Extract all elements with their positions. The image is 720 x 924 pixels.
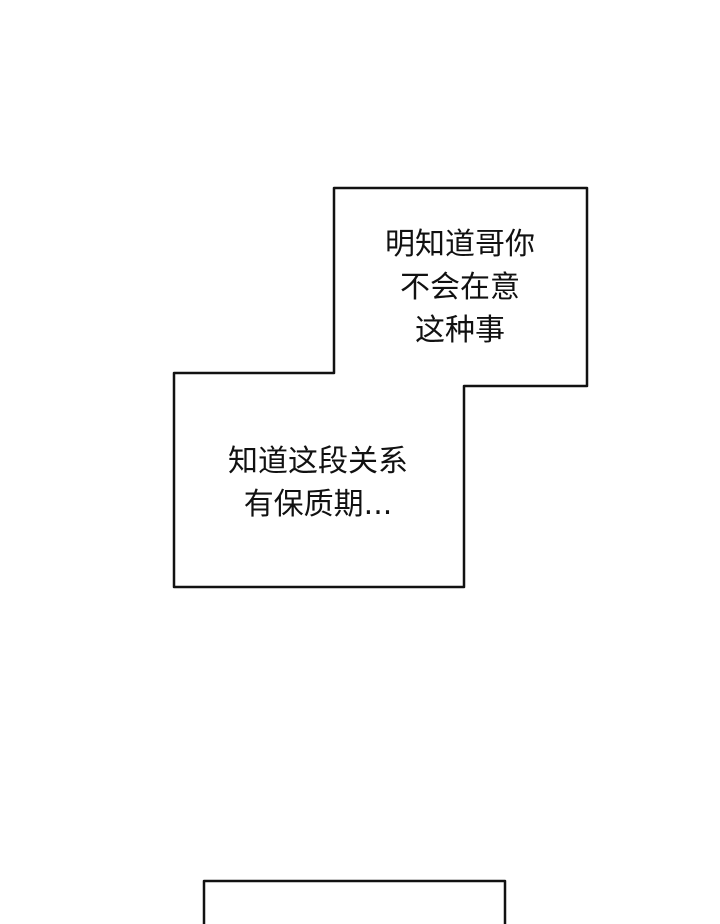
caption-line: 知道这段关系 <box>228 444 408 479</box>
caption-line: 明知道哥你 <box>385 227 535 262</box>
caption-line: 有保质期... <box>243 487 393 522</box>
caption-text-top: 明知道哥你 不会在意 这种事 <box>360 223 560 352</box>
merged-caption-box <box>172 186 589 589</box>
caption-line: 这种事 <box>415 313 505 348</box>
caption-line: 不会在意 <box>400 270 520 305</box>
next-panel-box <box>202 879 507 924</box>
caption-text-bottom: 知道这段关系 有保质期... <box>198 440 438 526</box>
